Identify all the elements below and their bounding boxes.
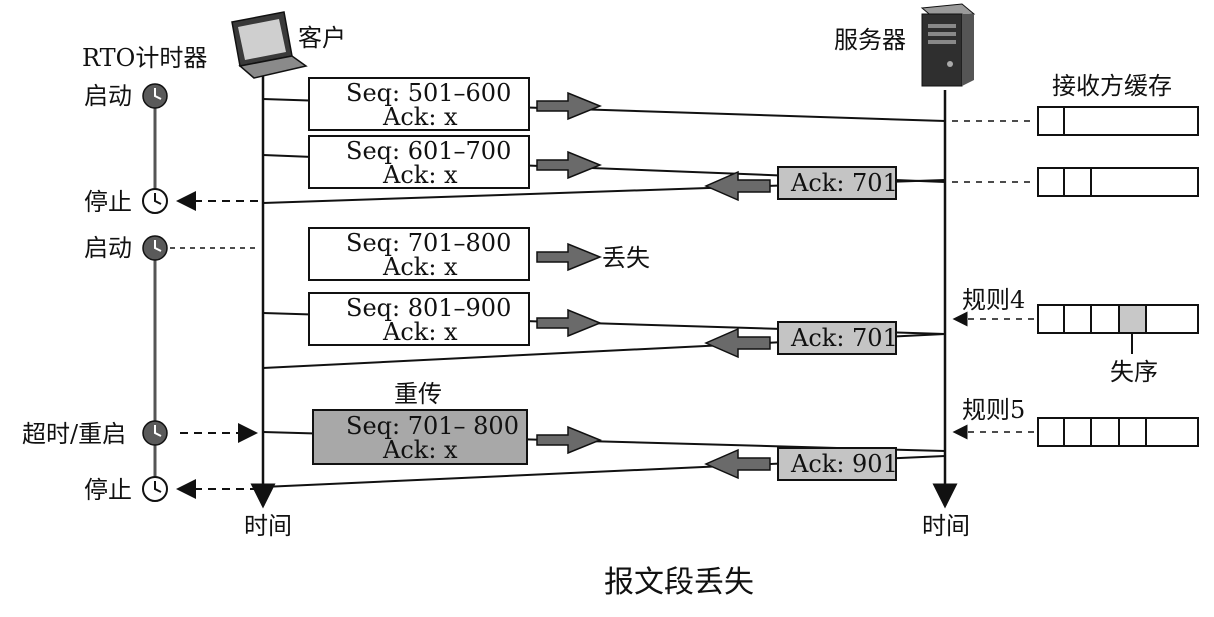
ack-box-2 [777,321,897,355]
arrow-icon [704,448,771,480]
rule5-label: 规则5 [962,396,1025,424]
segment-seq-4: Seq: 801–900 [346,294,511,322]
timer-event-start-2: 启动 [84,234,132,262]
clock-icon [142,420,168,446]
receiver-buffer-2 [1037,167,1199,197]
ack-label-3: Ack: 901 [790,450,898,478]
lost-label: 丢失 [602,244,650,272]
segment-box-1 [308,77,530,131]
clock-icon [142,476,168,502]
retransmit-label: 重传 [394,380,442,408]
client-label: 客户 [298,24,346,52]
segment-box-4 [308,292,530,346]
receiver-buffer-3 [1037,304,1199,334]
laptop-icon [231,11,308,79]
segment-ack-1: Ack: x [382,103,458,131]
arrow-icon [536,242,602,272]
time-label-client: 时间 [244,512,292,540]
ack-label-2: Ack: 701 [790,324,898,352]
segment-seq-5: Seq: 701– 800 [346,412,519,440]
clock-icon [142,188,168,214]
ack-box-3 [777,447,897,481]
clock-icon [142,83,168,109]
segment-seq-1: Seq: 501–600 [346,79,511,107]
out-of-order-label: 失序 [1110,358,1158,386]
segment-seq-2: Seq: 601–700 [346,137,511,165]
arrow-icon [536,308,602,338]
segment-ack-2: Ack: x [382,161,458,189]
arrow-icon [704,170,771,202]
timer-event-stop-2: 停止 [84,476,132,504]
diagram-title: 报文段丢失 [604,565,754,600]
segment-seq-3: Seq: 701–800 [346,229,511,257]
receiver-buffer-label: 接收方缓存 [1052,72,1172,100]
segment-box-5 [312,409,528,465]
arrow-icon [704,327,771,359]
rto-timer-label: RTO计时器 [82,44,207,72]
timer-event-start-1: 启动 [84,82,132,110]
timer-event-stop-1: 停止 [84,188,132,216]
ack-label-1: Ack: 701 [790,169,898,197]
clock-icon [142,235,168,261]
ack-box-1 [777,166,897,200]
segment-box-3 [308,227,530,281]
server-icon [920,3,976,87]
segment-box-2 [308,135,530,189]
segment-ack-3: Ack: x [382,253,458,281]
arrow-icon [536,91,602,121]
receiver-buffer-4 [1037,417,1199,447]
receiver-buffer-1 [1037,106,1199,136]
timer-event-timeout: 超时/重启 [22,420,126,448]
arrow-icon [536,425,602,455]
arrow-icon [536,150,602,180]
rule4-label: 规则4 [962,286,1025,314]
server-label: 服务器 [834,26,906,54]
segment-ack-4: Ack: x [382,318,458,346]
time-label-server: 时间 [922,512,970,540]
segment-ack-5: Ack: x [382,436,458,464]
